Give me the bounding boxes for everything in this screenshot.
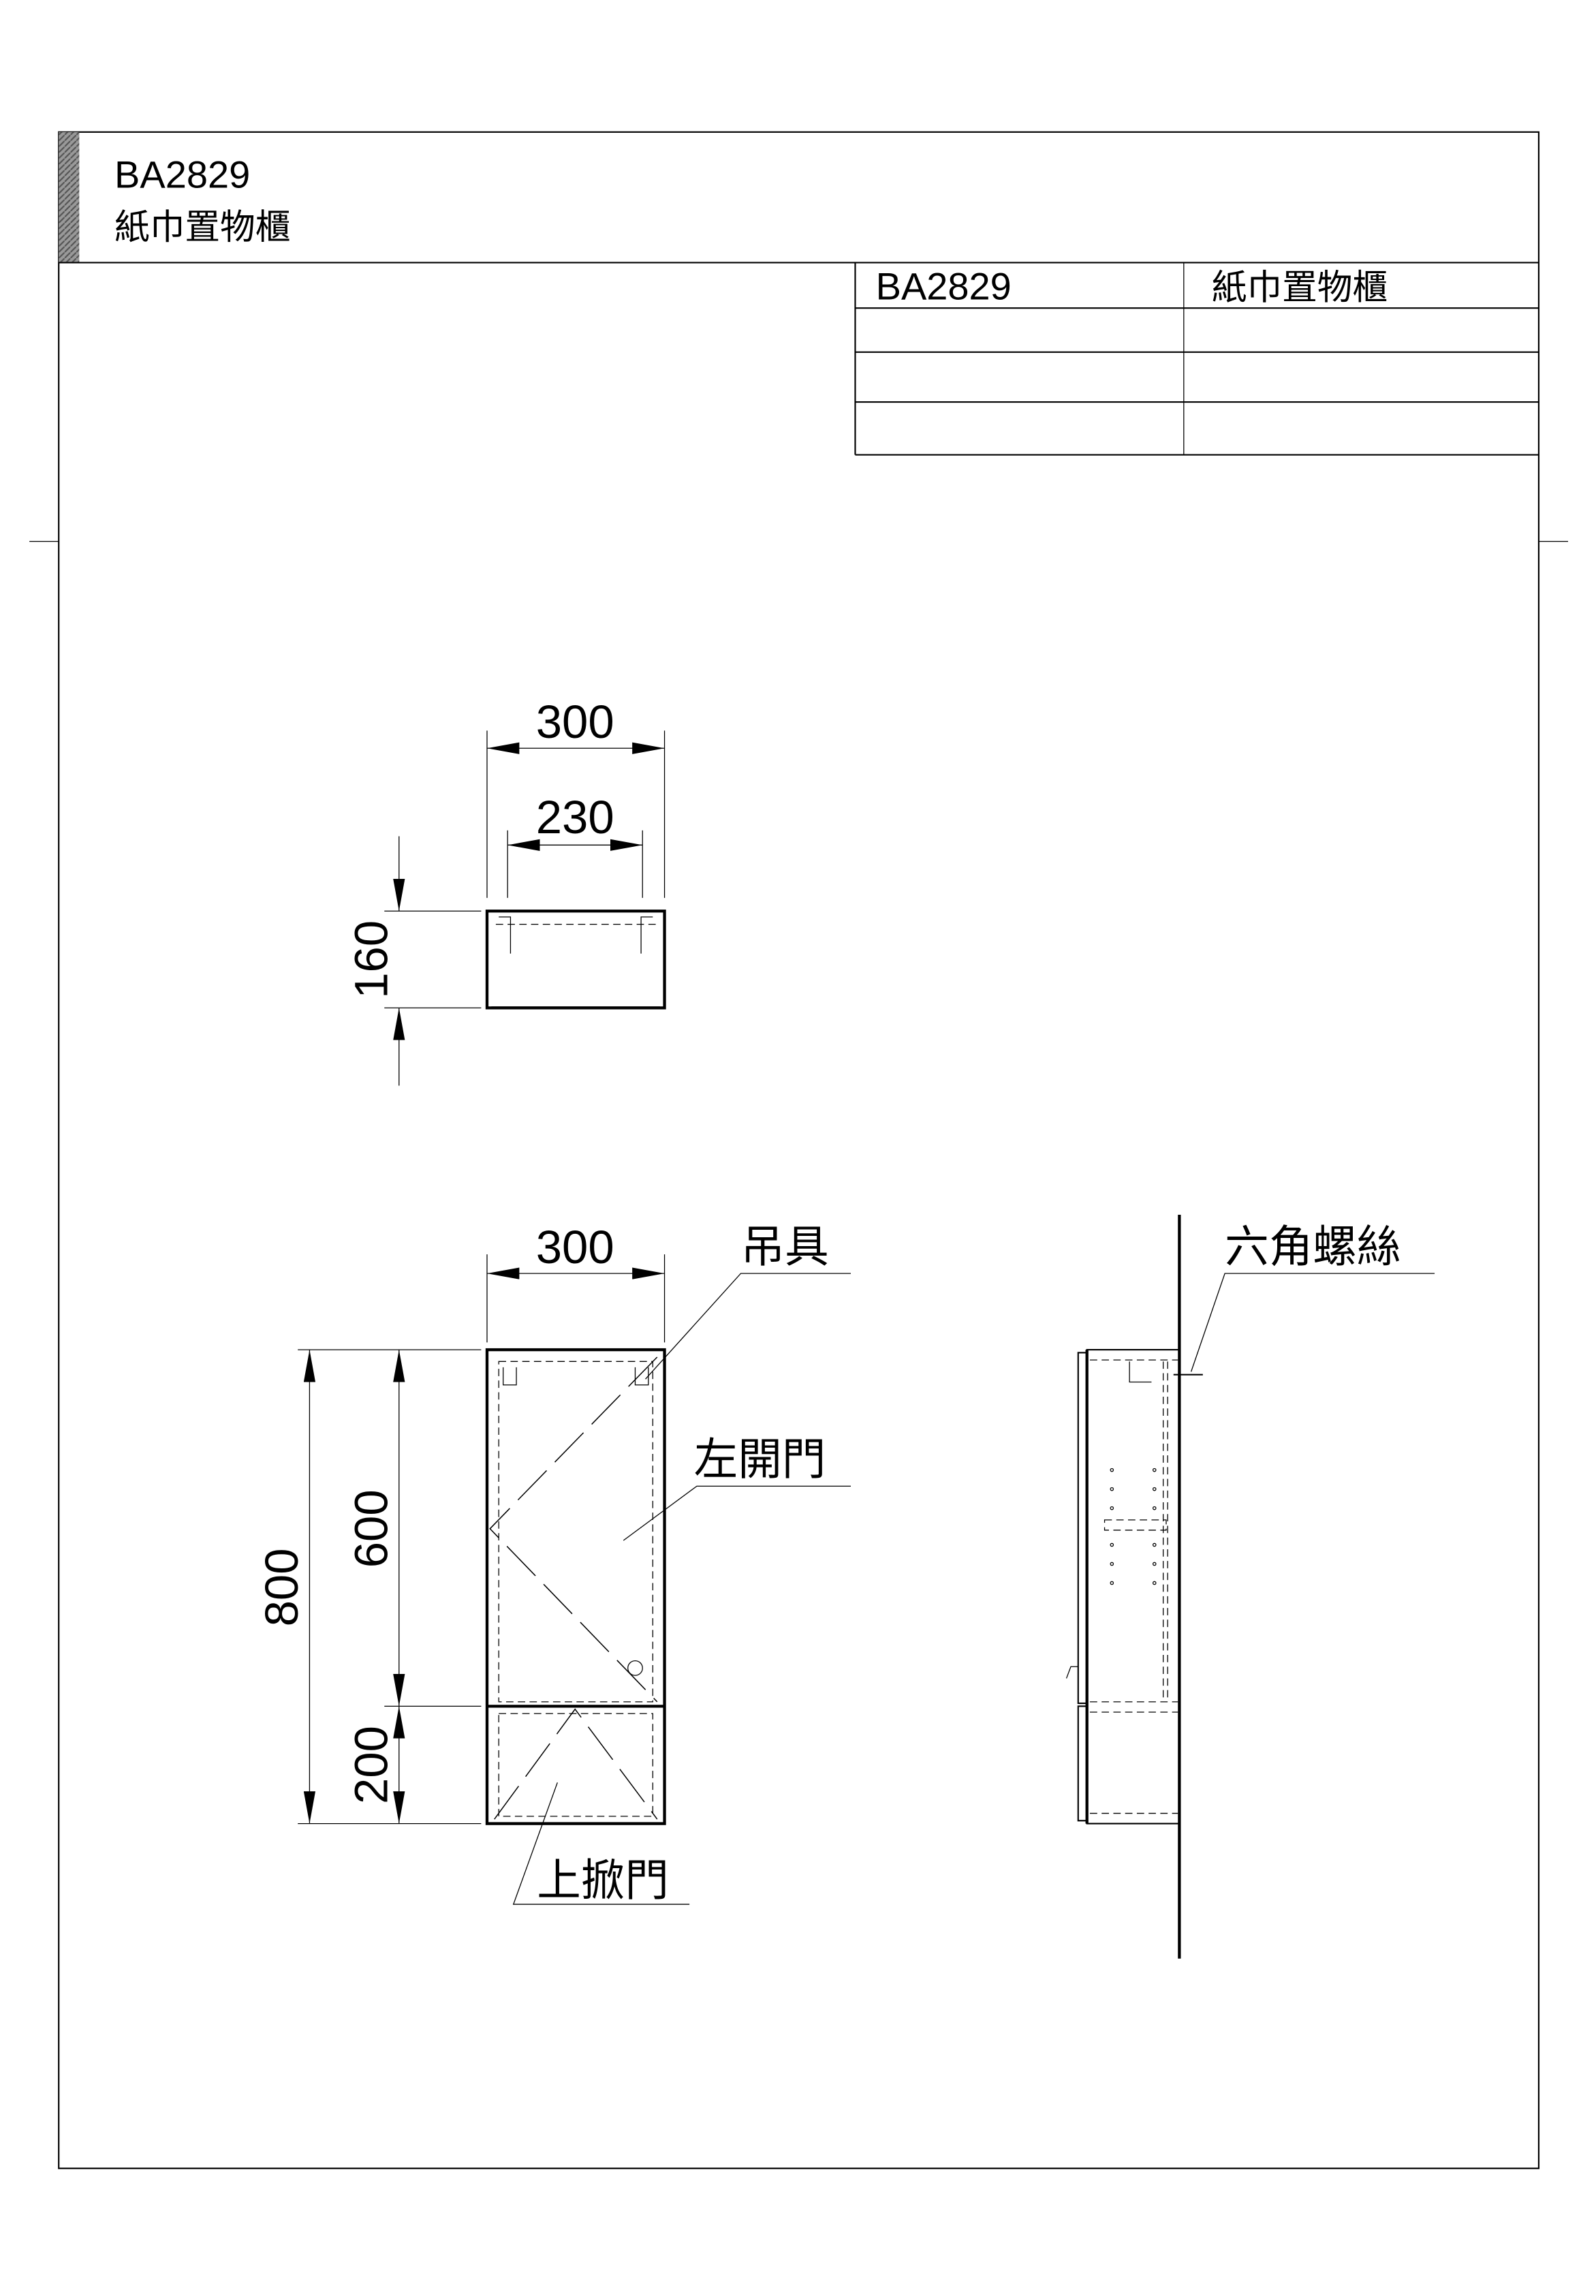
header-name: 紙巾置物櫃 (114, 207, 290, 247)
dim-lower-height: 200 (345, 1726, 398, 1804)
front-view: 300 800 600 200 吊具 左開門 上掀門 (255, 1221, 851, 1905)
dim-upper-height: 600 (345, 1489, 398, 1568)
dim-total-height: 800 (255, 1548, 308, 1626)
dim-depth: 160 (345, 920, 398, 999)
handle-icon (1065, 1666, 1078, 1679)
side-view: 六角螺絲 (1065, 1214, 1435, 1959)
dim-width-outer: 300 (536, 696, 614, 748)
label-lift-door: 上掀門 (537, 1856, 669, 1905)
header-model: BA2829 (114, 153, 250, 196)
sheet-frame (29, 131, 1569, 2169)
top-view: 300 230 160 (345, 696, 666, 1086)
title-table: BA2829 紙巾置物櫃 (854, 262, 1539, 456)
dim-front-width: 300 (536, 1221, 614, 1273)
table-code-cell: BA2829 (876, 264, 1012, 307)
header-block: BA2829 紙巾置物櫃 (59, 131, 1539, 264)
table-name-cell: 紙巾置物櫃 (1212, 267, 1388, 307)
label-left-door: 左開門 (694, 1435, 826, 1484)
label-hex-screw: 六角螺絲 (1225, 1222, 1401, 1271)
dim-width-inner: 230 (536, 791, 614, 843)
label-hanger: 吊具 (741, 1222, 829, 1271)
